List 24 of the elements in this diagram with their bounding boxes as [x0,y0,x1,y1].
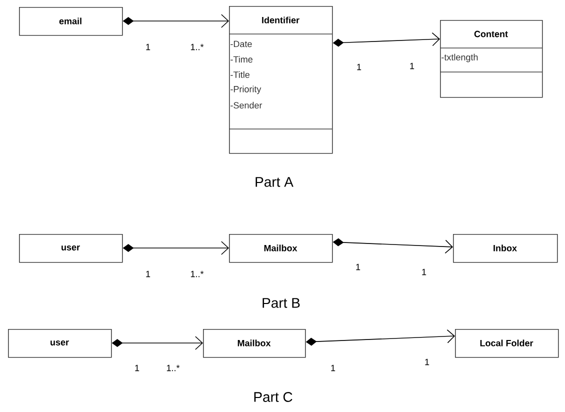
multiplicity-label: 1 [425,358,430,366]
multiplicity-label: 1..* [190,44,204,50]
multiplicity-label: 1 [146,270,150,278]
multiplicity-label: 1 [357,64,362,70]
part-caption: Part C [254,392,292,402]
class-box: email [19,7,123,36]
multiplicity-label: 1..* [166,364,180,372]
multiplicity-label: 1 [331,364,336,372]
class-box: Mailbox [229,234,333,263]
multiplicity-label: 1 [356,264,360,270]
class-box: user [19,234,123,263]
multiplicity-label: 1 [410,62,414,70]
class-box: Local Folder [455,329,559,358]
part-caption: Part B [262,298,300,308]
multiplicity-label: 1 [422,268,426,276]
class-box: Identifier -Date -Time -Title -Priority -Sender [228,6,333,154]
class-box: Mailbox [203,329,306,358]
part-caption: Part A [256,177,294,187]
multiplicity-label: 1 [135,364,140,372]
class-box: user [8,329,112,358]
multiplicity-label: 1..* [190,270,204,278]
class-box: Content -txtlength [440,20,543,98]
class-box: Inbox [453,234,558,263]
multiplicity-label: 1 [146,44,150,50]
